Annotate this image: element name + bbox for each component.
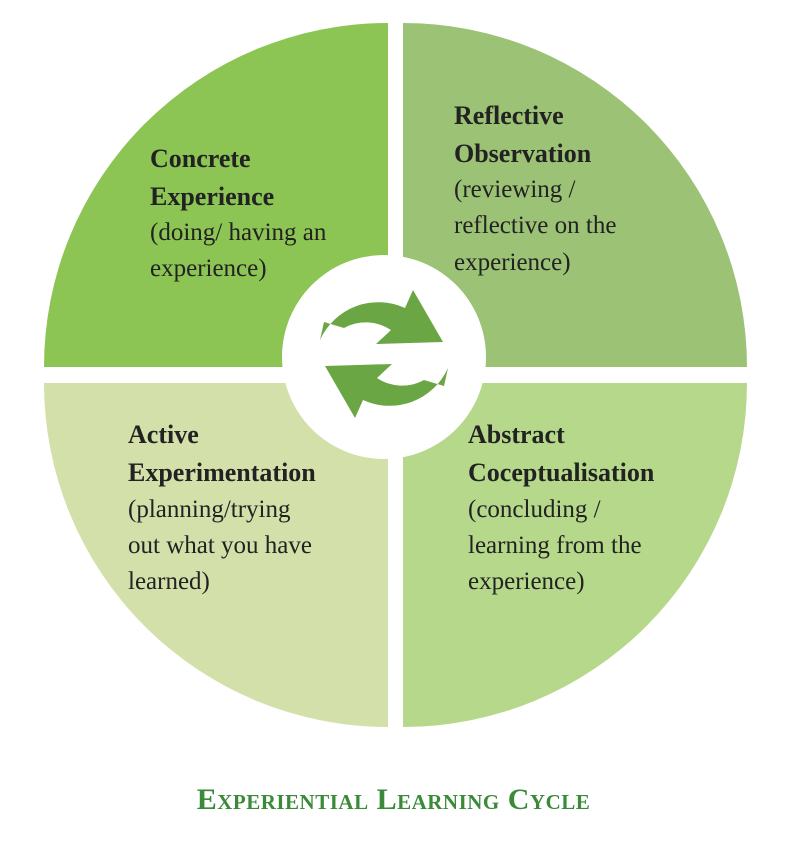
cycle-arrows-icon bbox=[320, 290, 448, 418]
abstract-conceptualisation-title: Abstract Coceptualisation bbox=[468, 420, 655, 487]
abstract-conceptualisation-description: (concluding / learning from the experien… bbox=[468, 496, 648, 595]
learning-cycle-diagram: Concrete Experience (doing/ having an ex… bbox=[44, 23, 747, 727]
quadrant-reflective-observation bbox=[403, 23, 747, 367]
active-experimentation-title: Active Experimentation bbox=[128, 420, 316, 487]
reflective-observation-description: (reviewing / reflective on the experienc… bbox=[454, 176, 623, 276]
active-experimentation-description: (planning/trying out what you have learn… bbox=[128, 496, 318, 595]
quadrant-concrete-experience bbox=[44, 23, 388, 367]
reflective-observation-title: Reflective Observation bbox=[454, 101, 592, 168]
concrete-experience-title: Concrete Experience bbox=[150, 144, 274, 211]
diagram-title: Experiential Learning Cycle bbox=[196, 783, 591, 816]
quadrant-active-experimentation bbox=[44, 383, 388, 727]
center-hub bbox=[282, 255, 486, 459]
concrete-experience-description: (doing/ having an experience) bbox=[150, 219, 333, 282]
quadrant-abstract-conceptualisation bbox=[403, 383, 747, 727]
